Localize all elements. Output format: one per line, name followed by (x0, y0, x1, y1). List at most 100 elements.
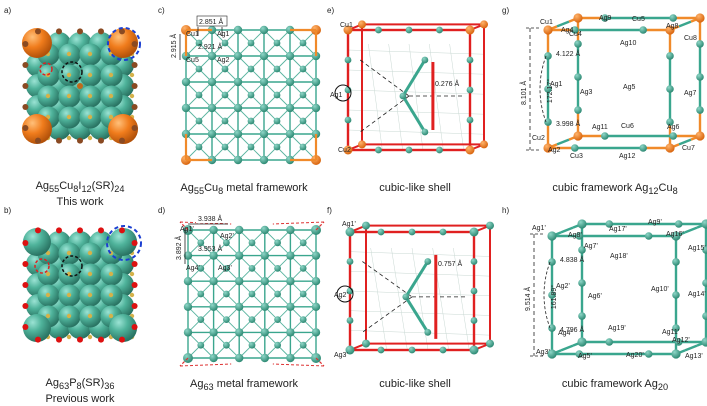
panel-c-annotations: 2.851 Å 2.915 Å 2.921 Å Cu1 Ag1 Cu5 Ag2 (169, 15, 230, 64)
ag-atom (299, 265, 307, 272)
ag-atom (285, 77, 295, 87)
atom-label: Ag15' (688, 245, 706, 252)
ag-atom (233, 103, 243, 113)
ag-atom (405, 146, 413, 154)
terminal-atom (131, 62, 138, 68)
ag-atom (248, 265, 256, 272)
terminal-atom (22, 104, 29, 110)
s-atom (66, 51, 72, 57)
ag-atom (259, 103, 269, 113)
ag-atom (299, 39, 307, 47)
ag-atom (299, 117, 307, 125)
ag-atom (285, 129, 295, 139)
ag-atom (548, 291, 556, 299)
caption-a: Ag55Cu8I12(SR)24 This work (20, 180, 140, 209)
ag-atom (601, 132, 609, 140)
ag-atom (345, 345, 355, 355)
ag-atom (644, 232, 653, 240)
atom-label: Ag11 (592, 124, 608, 131)
svg-text:0.276 Å: 0.276 Å (435, 79, 459, 88)
atom-label: Ag2 (548, 147, 561, 154)
cu-atom (358, 140, 366, 149)
ag-atom (195, 91, 203, 99)
ag-atom (702, 312, 707, 320)
ag-atom (424, 328, 432, 336)
ag-atom (469, 227, 479, 237)
svg-text:2.851 Å: 2.851 Å (199, 17, 223, 26)
ag-atom (247, 91, 255, 99)
ag-atom (247, 143, 255, 151)
ag-atom (575, 350, 584, 358)
ag-atom (469, 345, 479, 355)
ag-atom (575, 232, 584, 240)
inner-bond (349, 290, 491, 297)
s-atom (45, 250, 51, 256)
bond (678, 138, 692, 146)
ag-atom (233, 129, 243, 139)
terminal-atom (119, 336, 125, 343)
ag-atom (578, 312, 586, 320)
ag-atom (674, 338, 683, 346)
ag-atom (233, 51, 243, 61)
svg-text:2.921 Å: 2.921 Å (198, 42, 222, 51)
terminal-atom (131, 324, 138, 330)
ag-atom (195, 143, 203, 151)
ag-atom (195, 117, 203, 125)
terminal-atom (131, 261, 138, 267)
cu-atom (465, 145, 475, 155)
s-atom (87, 135, 93, 141)
caption-b-formula: Ag63P8(SR)36 (45, 377, 115, 392)
ag-atom (574, 73, 582, 81)
s-atom (66, 114, 72, 120)
panel-h-letter: h) (502, 206, 509, 215)
highlight-circle-red (34, 258, 50, 274)
ag-atom (221, 65, 229, 73)
bond (684, 226, 698, 234)
atom-label: Cu6 (621, 123, 634, 130)
atom-label: Ag8' (568, 232, 582, 239)
ag-atom (605, 338, 614, 346)
ag-atom (223, 341, 230, 349)
terminal-atom (131, 83, 138, 89)
cu-atom (665, 25, 675, 35)
atom-label: Ag14' (688, 291, 706, 298)
ag-atom (183, 277, 193, 286)
cu-atom (343, 25, 353, 35)
cu-atom (480, 140, 488, 149)
ag-atom (209, 302, 218, 311)
svg-text:Ag1': Ag1' (180, 226, 194, 233)
inner-bond (388, 43, 403, 151)
ag-atom (377, 346, 385, 354)
panel-c-framework (181, 25, 321, 165)
panel-a-cluster (21, 27, 141, 145)
guide-line (359, 95, 410, 133)
distortion-line (179, 221, 189, 231)
ag-atom (259, 129, 269, 139)
terminal-atom (131, 282, 138, 288)
ag-atom (248, 341, 256, 349)
ag-atom (274, 316, 281, 323)
caption-b: Ag63P8(SR)36 Previous work (20, 377, 140, 406)
s-atom (87, 271, 93, 277)
ag-atom (273, 39, 281, 47)
atom-label: Cu5 (632, 16, 645, 23)
ag-atom (344, 116, 352, 124)
bond (560, 344, 574, 352)
atom-label: Ag12 (619, 153, 635, 160)
atom-label: Ag18' (610, 253, 628, 260)
s-atom (87, 72, 93, 78)
ag-atom (286, 328, 295, 337)
ag-atom (466, 86, 474, 94)
s-atom (129, 271, 135, 277)
ag-atom (235, 251, 244, 260)
s-atom (66, 72, 72, 78)
ag-atom (223, 316, 230, 323)
svg-text:Ag3': Ag3' (218, 265, 232, 272)
svg-text:Cu2: Cu2 (338, 147, 351, 154)
svg-text:0.757 Å: 0.757 Å (438, 259, 462, 268)
ag-atom (235, 225, 244, 235)
ag-atom (233, 155, 243, 165)
atom-label: Cu7 (682, 145, 695, 152)
ag-atom (181, 103, 191, 113)
ag-atom (666, 85, 674, 93)
